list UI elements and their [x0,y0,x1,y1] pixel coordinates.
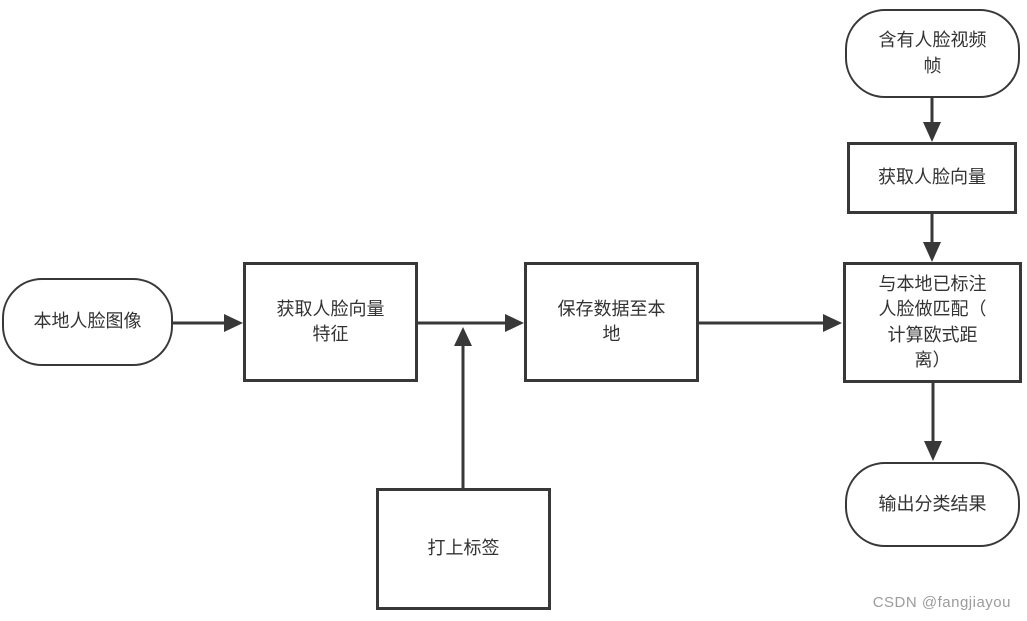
node-tag-label: 打上标签 [376,488,551,610]
node-label: 输出分类结果 [878,493,987,514]
node-get-face-vector: 获取人脸向量 [847,142,1017,214]
node-face-video-frames: 含有人脸视频 帧 [845,9,1020,98]
node-save-data-locally: 保存数据至本 地 [524,262,699,382]
node-label: 本地人脸图像 [33,311,142,332]
arrow-match-to-output [924,383,942,461]
watermark: CSDN @fangjiayou [872,594,1011,611]
arrow-extract-to-save [418,314,524,332]
node-label: 获取人脸向量 特征 [276,298,385,344]
node-label: 与本地已标注 人脸做匹配（ 计算欧式距 离） [878,274,987,370]
node-label: 获取人脸向量 [878,167,986,188]
node-label: 含有人脸视频 帧 [878,30,987,76]
arrow-getvector-to-match [923,214,941,262]
node-label: 打上标签 [427,538,500,559]
arrow-local-to-extract [173,314,243,332]
node-local-face-image: 本地人脸图像 [2,278,173,366]
node-label: 保存数据至本 地 [557,298,666,344]
arrow-frames-to-getvector [923,98,941,142]
arrow-tag-to-connector [454,327,472,488]
node-output-classification: 输出分类结果 [845,462,1020,547]
node-extract-face-vector-features: 获取人脸向量 特征 [243,262,418,382]
arrow-save-to-match [699,314,842,332]
node-match-local-faces: 与本地已标注 人脸做匹配（ 计算欧式距 离） [843,262,1022,383]
